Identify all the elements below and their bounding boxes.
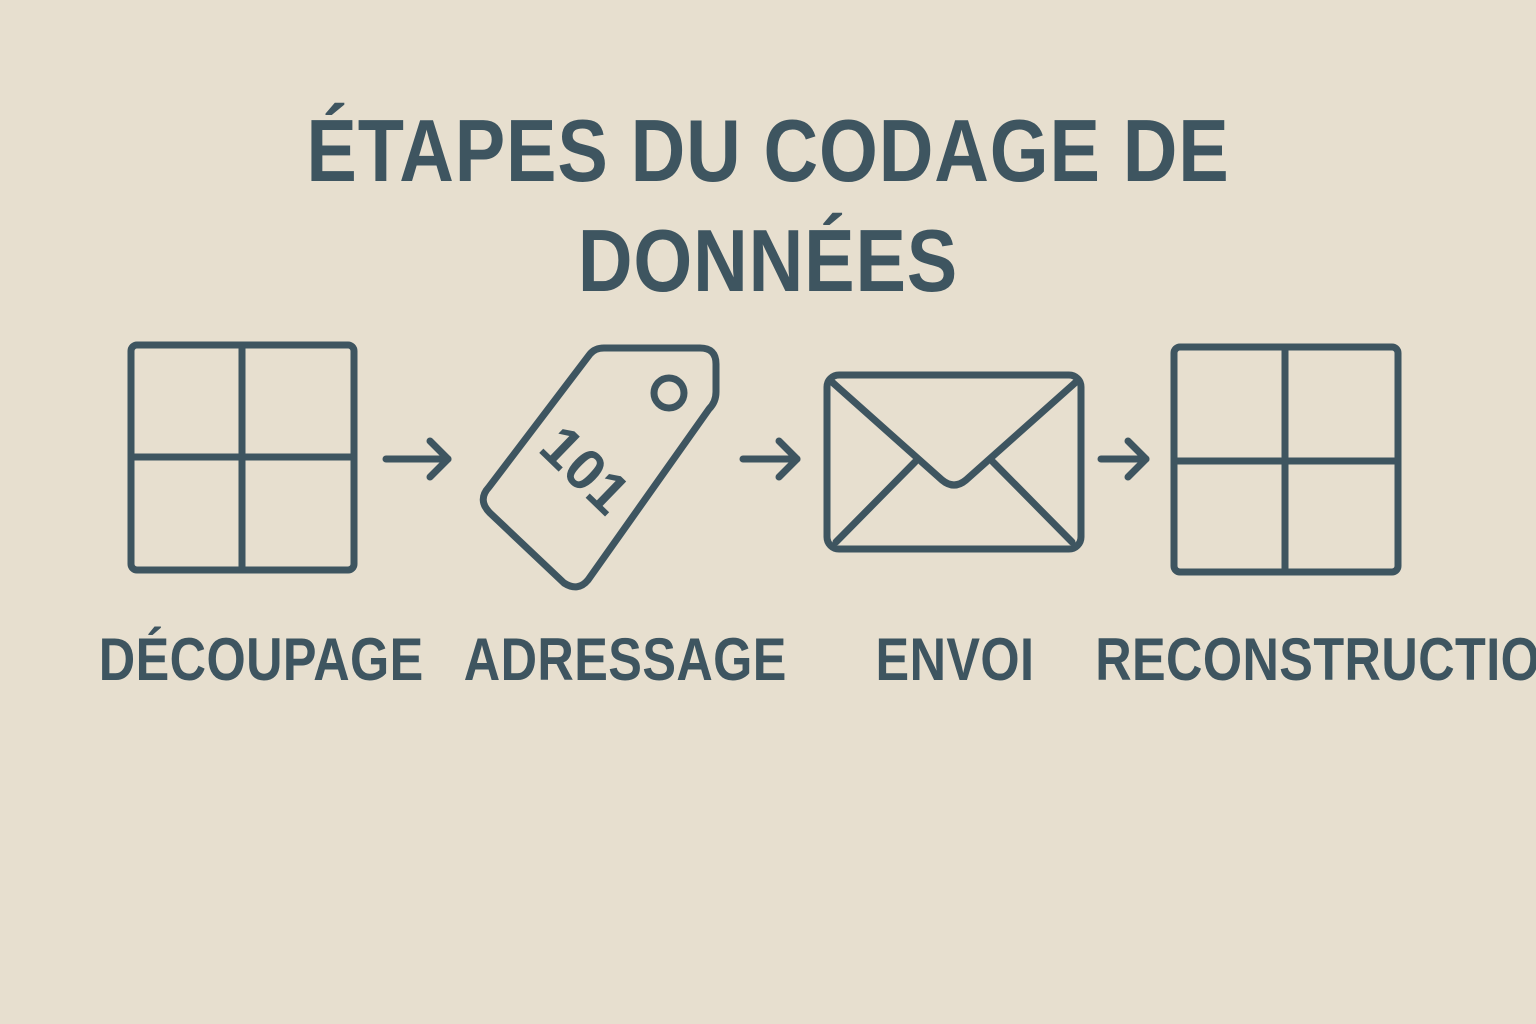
diagram-title: ÉTAPES DU CODAGE DE DONNÉES	[306, 101, 1230, 310]
arrow-right-icon	[382, 437, 452, 481]
step-label-decoupage: DÉCOUPAGE	[98, 626, 424, 693]
step-label-envoi: ENVOI	[875, 626, 1035, 693]
arrow-right-icon	[739, 437, 801, 481]
step-label-adressage: ADRESSAGE	[463, 626, 787, 693]
envelope-icon	[823, 371, 1085, 553]
arrow-right-icon	[1097, 437, 1150, 481]
grid-icon	[1170, 343, 1402, 576]
grid-icon	[127, 341, 358, 574]
tag-icon: 101	[479, 344, 720, 591]
step-label-reconstruction: RECONSTRUCTION	[1095, 626, 1536, 693]
tag-binary-text: 101	[528, 413, 643, 527]
